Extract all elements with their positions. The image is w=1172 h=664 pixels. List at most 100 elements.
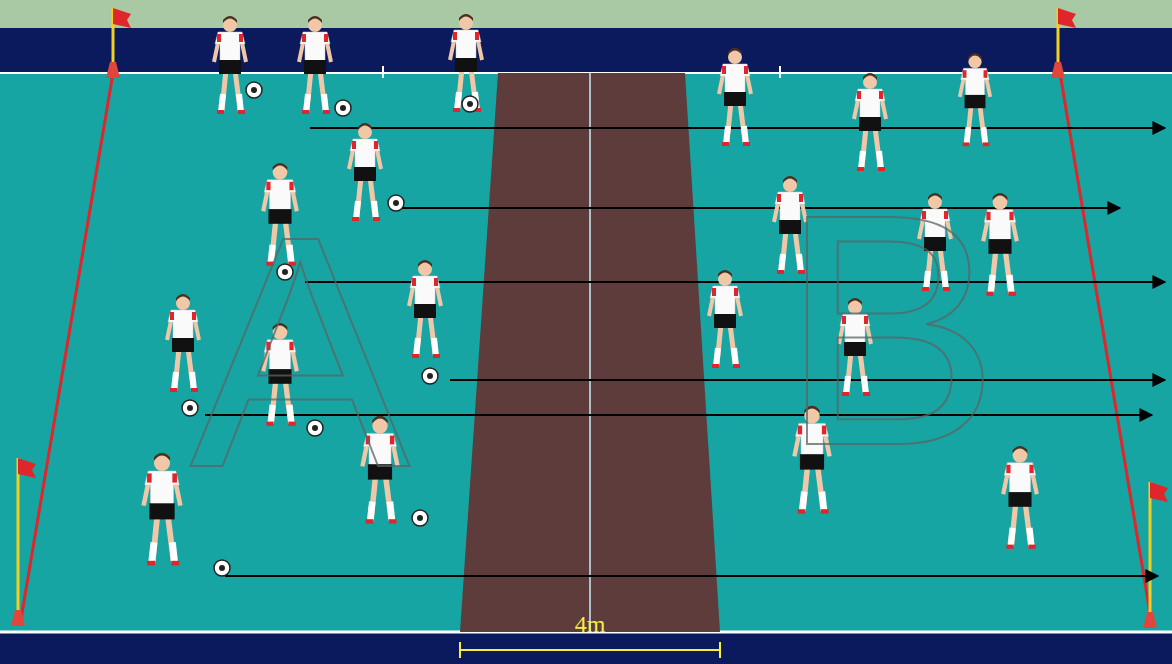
dimension-tick (459, 642, 461, 658)
shirt-trim (172, 473, 177, 482)
player-boot (712, 364, 719, 368)
player-boot (238, 110, 245, 114)
shirt-trim (475, 32, 479, 40)
player-sock (239, 94, 241, 112)
player-boot (1008, 292, 1015, 296)
top-ground (0, 0, 1172, 30)
player-shorts (219, 60, 241, 74)
player-shorts (859, 117, 881, 131)
player-sock (1011, 528, 1013, 547)
shirt-trim (963, 70, 967, 78)
group-watermark: A (190, 187, 410, 517)
shirt-trim (984, 70, 988, 78)
player-boot (453, 108, 460, 112)
player-figure (1003, 446, 1037, 549)
player-shorts (414, 304, 436, 318)
player-sock (174, 372, 176, 390)
player-sock (152, 542, 154, 563)
shirt-trim (1006, 465, 1010, 473)
player-sock (306, 94, 308, 112)
shirt-trim (1009, 212, 1013, 220)
player-sock (734, 348, 736, 366)
player-boot (433, 354, 440, 358)
flag-cloth (113, 8, 131, 28)
player-shirt (720, 64, 750, 94)
corner-flag (1143, 482, 1168, 628)
player-boot (366, 519, 374, 523)
ball-patch (219, 565, 225, 571)
soccer-ball (412, 510, 428, 526)
ball-patch (467, 101, 473, 107)
player-sock (744, 126, 746, 144)
flag-cloth (1150, 482, 1168, 502)
player-figure (144, 453, 181, 566)
player-figure (214, 16, 246, 114)
player-sock (1009, 275, 1011, 294)
player-hair (308, 16, 322, 23)
flag-base (11, 610, 25, 626)
soccer-ball (335, 100, 351, 116)
player-hair (718, 270, 732, 277)
shirt-trim (734, 288, 738, 296)
player-shorts (1008, 492, 1031, 507)
player-boot (389, 519, 397, 523)
shirt-trim (453, 32, 457, 40)
player-sock (1029, 528, 1031, 547)
corner-flag (11, 458, 36, 626)
soccer-ball (462, 96, 478, 112)
player-boot (217, 110, 224, 114)
flag-base (106, 62, 120, 78)
player-shorts (149, 503, 174, 519)
shirt-trim (239, 34, 243, 42)
player-shirt (710, 286, 740, 316)
player-hair (223, 16, 237, 23)
shirt-trim (374, 141, 378, 149)
player-figure (450, 14, 482, 112)
flag-cloth (18, 458, 36, 478)
player-hair (273, 163, 288, 170)
player-figure (960, 53, 990, 146)
player-shirt (410, 276, 440, 306)
flag-pole (17, 458, 20, 626)
flag-base (1143, 612, 1157, 628)
shirt-trim (147, 473, 152, 482)
shirt-trim (712, 288, 716, 296)
player-shorts (354, 167, 376, 181)
player-shorts (724, 92, 746, 106)
player-shirt (215, 32, 245, 62)
player-sock (416, 338, 418, 356)
tick (779, 66, 781, 78)
top-band (0, 28, 1172, 74)
shirt-trim (302, 34, 306, 42)
shirt-trim (1029, 465, 1033, 473)
player-shorts (304, 60, 326, 74)
player-boot (412, 354, 419, 358)
player-sock (457, 92, 459, 110)
flag-cloth (1058, 8, 1076, 28)
corner-flag (106, 8, 131, 78)
player-boot (171, 561, 179, 566)
soccer-ball (214, 560, 230, 576)
player-figure (854, 73, 886, 171)
player-boot (323, 110, 330, 114)
player-sock (716, 348, 718, 366)
dribble-arrow (400, 207, 1120, 209)
player-shirt (145, 471, 180, 506)
dimension-label: 4m (575, 612, 606, 636)
shirt-trim (412, 278, 416, 286)
dimension-tick (719, 642, 721, 658)
player-boot (733, 364, 740, 368)
shirt-trim (170, 312, 174, 320)
player-shirt (1004, 463, 1036, 495)
ball-patch (251, 87, 257, 93)
shirt-trim (352, 141, 356, 149)
neutral-zone (460, 73, 720, 632)
player-shorts (965, 95, 986, 108)
field (0, 72, 1172, 634)
player-figure (719, 48, 751, 146)
ball-patch (340, 105, 346, 111)
player-shirt (451, 30, 481, 60)
shirt-trim (879, 91, 883, 99)
player-hair (418, 260, 432, 267)
